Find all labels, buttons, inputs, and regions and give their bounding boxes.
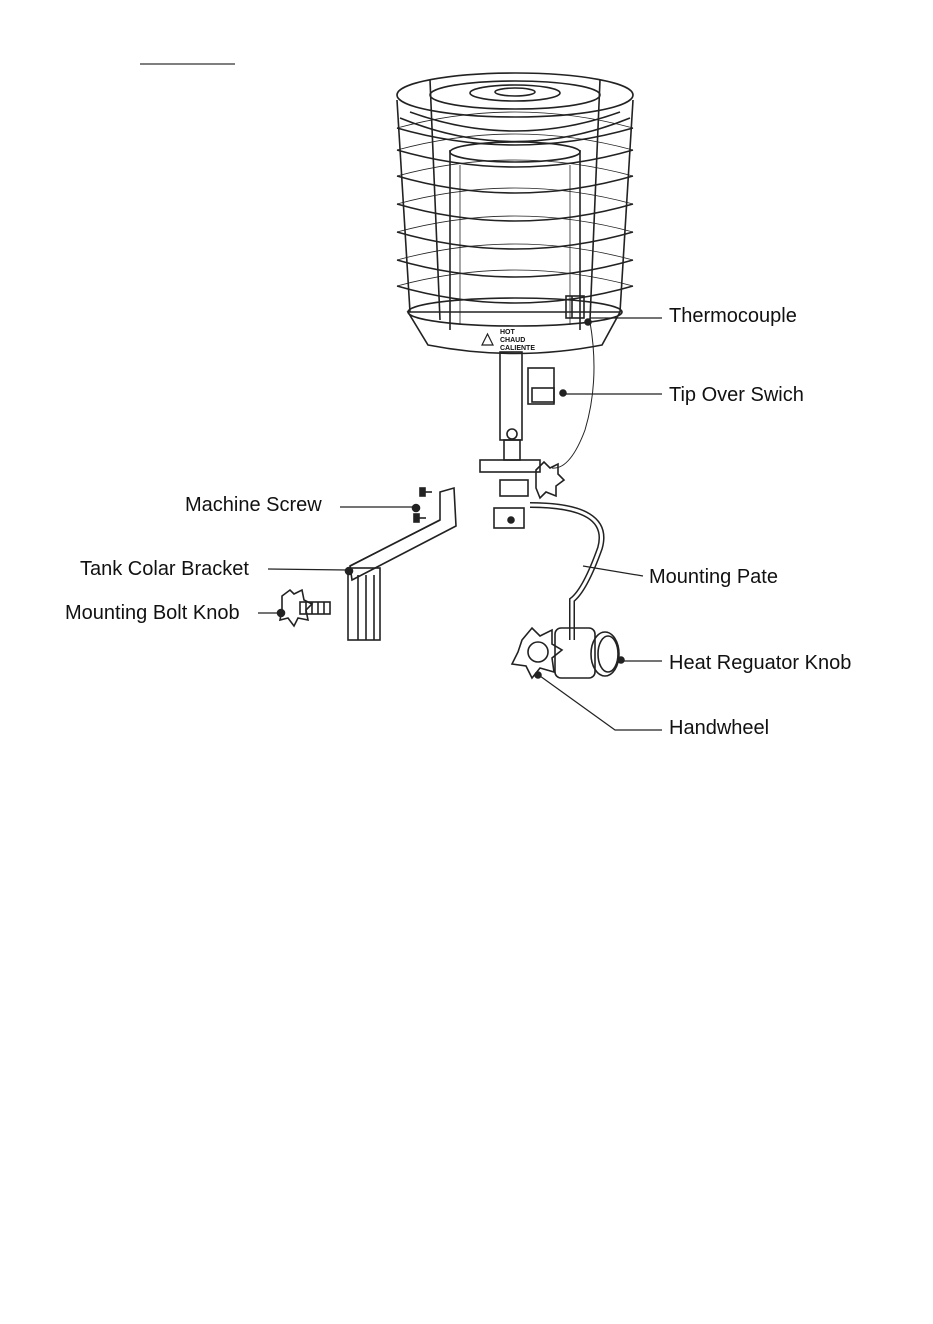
leader-tank-collar-bracket (268, 569, 347, 570)
label-mounting-plate: Mounting Pate (649, 565, 778, 589)
warning-text-chaud: CHAUD (500, 337, 525, 344)
heater-cage (397, 73, 633, 354)
label-heat-regulator-knob: Heat Reguator Knob (669, 651, 851, 675)
label-machine-screw: Machine Screw (185, 493, 322, 517)
label-handwheel: Handwheel (669, 716, 769, 740)
hot-warning-label: HOT CHAUD CALIENTE (482, 329, 535, 352)
warning-text-caliente: CALIENTE (500, 345, 535, 352)
valve-assembly (480, 322, 602, 640)
regulator-assembly (512, 628, 624, 678)
label-tip-over-switch: Tip Over Swich (669, 383, 804, 407)
leader-handwheel (540, 676, 662, 730)
label-mounting-bolt-knob: Mounting Bolt Knob (65, 601, 240, 625)
label-tank-collar-bracket: Tank Colar Bracket (80, 557, 249, 581)
label-thermocouple: Thermocouple (669, 304, 797, 328)
warning-text-hot: HOT (500, 329, 516, 336)
